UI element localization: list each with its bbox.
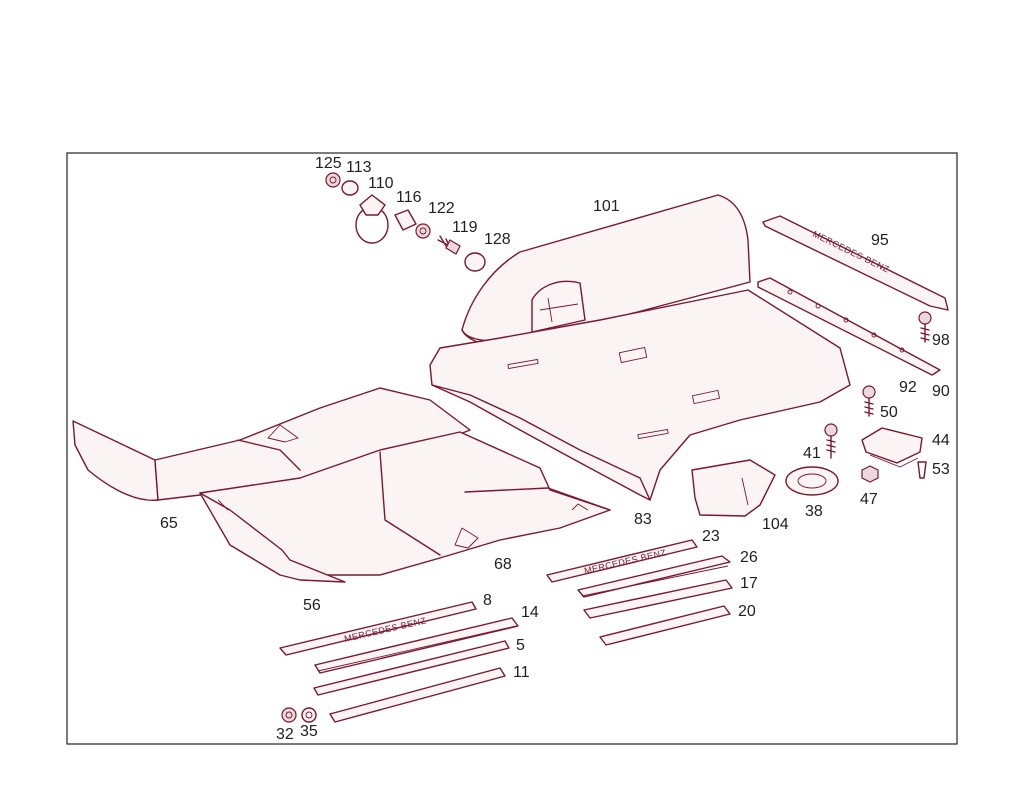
part-38-grommet — [785, 466, 839, 496]
label-53: 53 — [932, 461, 950, 478]
label-50: 50 — [880, 404, 898, 421]
part-116-sleeve — [394, 209, 417, 231]
label-5: 5 — [516, 637, 525, 654]
part-47-nut — [861, 465, 879, 483]
part-92-hole-strip — [757, 277, 941, 376]
part-128-cap — [464, 252, 486, 272]
label-14: 14 — [521, 604, 539, 621]
part-50-screw — [862, 385, 876, 417]
label-41: 41 — [803, 445, 821, 462]
label-110: 110 — [368, 175, 394, 192]
part-53-clip — [917, 461, 927, 479]
label-122: 122 — [428, 200, 455, 217]
callout-labels: 125 113 110 116 122 119 128 101 95 98 92… — [160, 155, 950, 743]
part-5-sill-strip — [313, 640, 510, 696]
part-113-bushing — [341, 180, 359, 196]
diagram-frame — [66, 152, 958, 745]
label-116: 116 — [396, 189, 422, 206]
part-44-cover-plate — [861, 427, 923, 468]
label-101: 101 — [593, 198, 620, 215]
label-68: 68 — [494, 556, 512, 573]
label-38: 38 — [805, 503, 823, 520]
label-26: 26 — [740, 549, 758, 566]
label-17: 17 — [740, 575, 758, 592]
part-17-sill-strip — [577, 555, 731, 598]
part-20-sill-strip — [599, 605, 731, 646]
part-83-floor-panel — [429, 289, 851, 501]
label-56: 56 — [303, 597, 321, 614]
part-41-screw — [824, 423, 838, 459]
part-14-sill-strip — [314, 617, 519, 674]
label-47: 47 — [860, 491, 878, 508]
part-11-sill-strip — [329, 667, 506, 723]
label-11: 11 — [513, 664, 530, 681]
part-32-nut — [281, 707, 297, 723]
label-119: 119 — [452, 219, 478, 236]
part-119-bolt — [437, 235, 461, 255]
label-8: 8 — [483, 592, 492, 609]
part-122-washer — [415, 223, 431, 239]
label-92: 92 — [899, 379, 917, 396]
label-65: 65 — [160, 515, 178, 532]
label-23: 23 — [702, 528, 720, 545]
label-113: 113 — [346, 159, 372, 176]
label-32: 32 — [276, 726, 294, 743]
part-98-screw — [918, 311, 932, 343]
part-125-washer — [325, 172, 341, 188]
label-128: 128 — [484, 231, 511, 248]
label-44: 44 — [932, 432, 950, 449]
label-95: 95 — [871, 232, 889, 249]
label-98: 98 — [932, 332, 950, 349]
part-56-side-mat — [199, 492, 346, 583]
part-16-sill-strip — [583, 579, 733, 619]
label-125: 125 — [315, 155, 342, 172]
label-20: 20 — [738, 603, 756, 620]
part-110-tie-ring — [355, 194, 389, 244]
part-35-washer — [301, 707, 317, 723]
part-23-arch-piece — [691, 459, 776, 517]
label-83: 83 — [634, 511, 652, 528]
label-35: 35 — [300, 723, 318, 740]
part-65-floor-mat — [72, 387, 471, 501]
label-90: 90 — [932, 383, 950, 400]
label-104: 104 — [762, 516, 789, 533]
